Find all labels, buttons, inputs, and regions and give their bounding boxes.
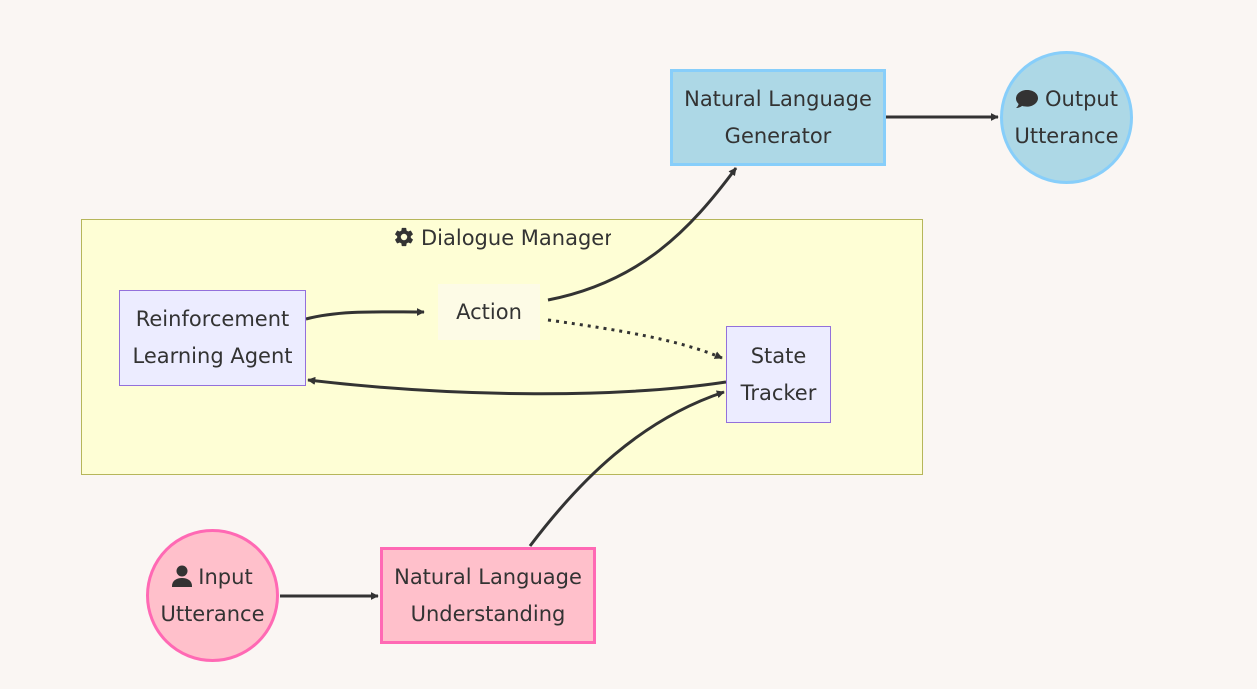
subgraph-title: Dialogue Manager [81, 225, 923, 251]
rl-agent-line1: Reinforcement [135, 307, 290, 331]
nlg-line1: Natural Language [684, 86, 872, 111]
nlu-node: Natural Language Understanding [380, 547, 596, 644]
action-label: Action [456, 299, 522, 324]
comment-icon [1016, 89, 1039, 108]
state-tracker-line1: State [750, 343, 807, 368]
input-line1-text: Input [198, 564, 253, 589]
rl-agent-line2: Learning Agent [132, 344, 293, 368]
output-line2: Utterance [1014, 123, 1119, 148]
output-utterance-node: Output Utterance [1000, 51, 1133, 184]
gear-icon [395, 227, 413, 247]
subgraph-title-text: Dialogue Manager [421, 226, 611, 250]
input-utterance-node: Input Utterance [146, 529, 279, 662]
input-line2: Utterance [160, 601, 265, 626]
action-node: Action [438, 284, 540, 340]
user-icon [172, 565, 193, 587]
nlg-line2: Generator [724, 123, 832, 148]
output-line1: Output [1015, 81, 1118, 118]
nlu-line2: Understanding [410, 601, 566, 626]
state-tracker-node: State Tracker [726, 326, 831, 423]
rl-agent-node: Reinforcement Learning Agent [119, 290, 306, 386]
nlu-line1: Natural Language [394, 564, 582, 589]
state-tracker-line2: Tracker [740, 380, 817, 405]
output-line1-text: Output [1045, 86, 1118, 111]
input-line1: Input [172, 559, 253, 596]
nlg-node: Natural Language Generator [670, 69, 886, 166]
